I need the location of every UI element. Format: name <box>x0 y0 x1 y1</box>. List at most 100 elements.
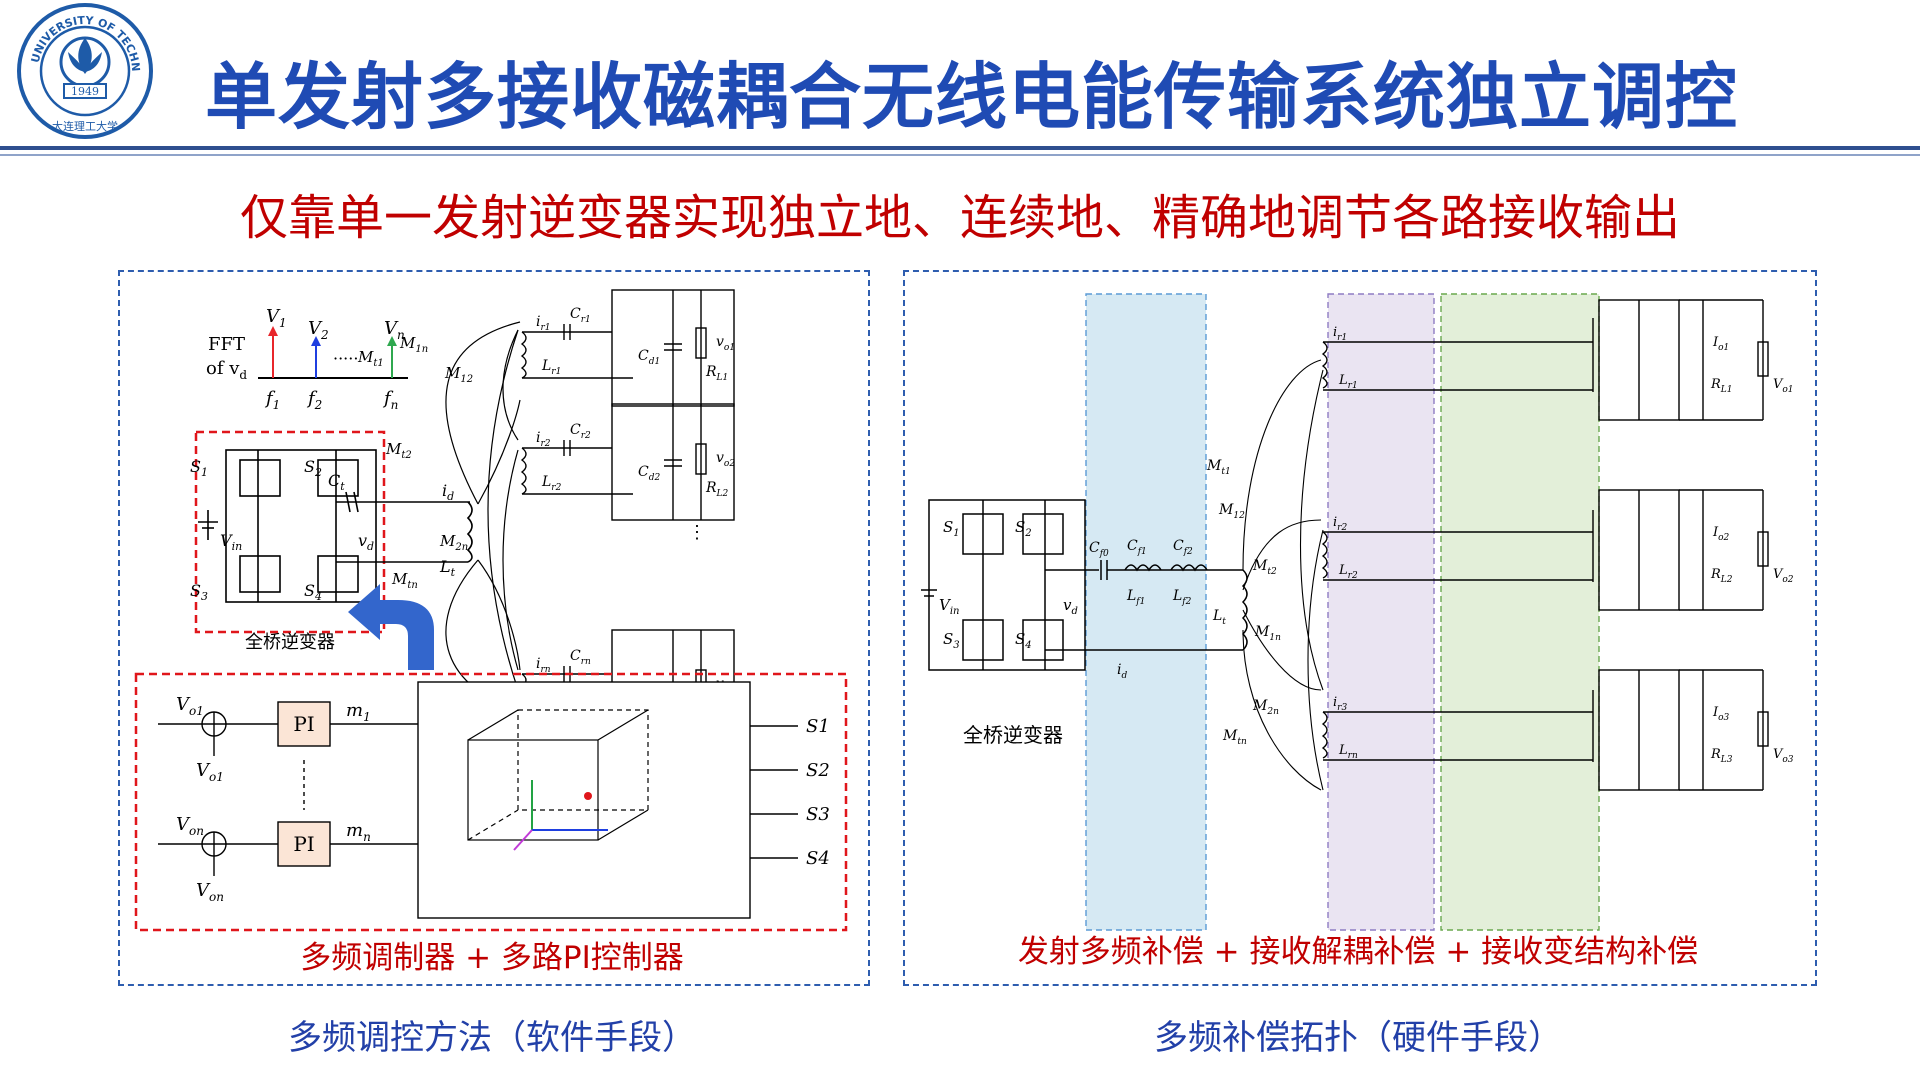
rx-row-2 <box>1321 489 1769 611</box>
multi-frequency-modulator <box>417 681 751 919</box>
svg-text:·····: ····· <box>333 349 358 368</box>
svg-text:RL1: RL1 <box>705 364 728 383</box>
rx-row-1 <box>1321 299 1769 421</box>
receiver-stage-2 <box>520 403 735 521</box>
svg-text:S2: S2 <box>1015 518 1032 539</box>
rx-row-3 <box>1321 669 1769 791</box>
svg-text:S3: S3 <box>190 581 208 603</box>
left-panel-caption: 多频调制器 + 多路PI控制器 <box>300 940 684 976</box>
svg-text:f1: f1 <box>264 388 280 412</box>
svg-text:Mtn: Mtn <box>391 570 418 591</box>
right-section-label: 多频补偿拓扑（硬件手段） <box>1154 1018 1562 1058</box>
right-inverter-label: 全桥逆变器 <box>963 723 1063 747</box>
svg-text:fn: fn <box>382 388 398 412</box>
svg-text:Von: Von <box>176 814 204 838</box>
svg-text:Vo1: Vo1 <box>196 760 224 784</box>
svg-text:M2n: M2n <box>439 532 468 553</box>
svg-text:Vn: Vn <box>384 318 405 342</box>
receiver-stage-1 <box>520 289 735 407</box>
svg-text:M12: M12 <box>1218 502 1245 521</box>
svg-text:Lt: Lt <box>1212 608 1226 627</box>
tx-compensation-zone <box>1085 293 1207 931</box>
svg-text:mn: mn <box>346 820 371 844</box>
pi-block-1: PI <box>293 712 314 736</box>
inverter-highlight-box <box>194 430 386 634</box>
svg-text:Vo1: Vo1 <box>176 694 204 718</box>
left-panel <box>118 270 870 986</box>
fft-spectrum: FFT of vd V1 V2 Vn ····· f1 f2 fn <box>206 306 408 412</box>
svg-text:Mt2: Mt2 <box>385 440 412 461</box>
svg-text:vo2: vo2 <box>716 450 735 469</box>
right-full-bridge-inverter <box>921 499 1086 671</box>
title-divider-thin <box>0 154 1920 156</box>
switch-output-s2: S2 <box>806 760 830 781</box>
logo-year: 1949 <box>71 85 99 98</box>
svg-text:ir2: ir2 <box>536 430 551 449</box>
svg-text:S4: S4 <box>1015 630 1032 651</box>
svg-text:RL2: RL2 <box>705 480 729 499</box>
svg-text:of vd: of vd <box>206 358 247 382</box>
svg-text:S3: S3 <box>943 630 960 651</box>
svg-text:Mtn: Mtn <box>1222 728 1247 747</box>
svg-text:S1: S1 <box>943 518 960 539</box>
svg-text:RL3: RL3 <box>1710 747 1733 765</box>
right-circuit-diagram: S1 S2 S3 S4 Vin vd 全桥逆变器 Cf0 Cf1 Cf2 Lf1… <box>921 293 1794 931</box>
svg-text:Lt: Lt <box>439 557 456 579</box>
svg-text:Lr1: Lr1 <box>541 358 561 377</box>
svg-text:Mt1: Mt1 <box>357 348 384 369</box>
svg-text:Cr2: Cr2 <box>570 422 591 441</box>
svg-text:Cd2: Cd2 <box>638 464 660 483</box>
right-panel-caption: 发射多频补偿 + 接收解耦补偿 + 接收变结构补偿 <box>1017 934 1699 970</box>
svg-text:RL2: RL2 <box>1710 567 1733 585</box>
svg-text:Io1: Io1 <box>1712 335 1729 353</box>
svg-text:M12: M12 <box>444 364 473 385</box>
svg-text:vd: vd <box>358 531 374 553</box>
switch-output-s4: S4 <box>806 848 830 869</box>
svg-text:V1: V1 <box>266 306 287 330</box>
fft-of-label: of v <box>206 358 240 379</box>
svg-text:Vin: Vin <box>939 596 959 617</box>
svg-text:Vo1: Vo1 <box>1773 377 1794 395</box>
svg-text:Crn: Crn <box>570 648 591 667</box>
svg-text:Vo2: Vo2 <box>1773 567 1794 585</box>
left-circuit-diagram: FFT of vd V1 V2 Vn ····· f1 f2 fn S1 S2 … <box>134 289 848 932</box>
svg-text:Ct: Ct <box>328 471 345 493</box>
rx-structure-zone <box>1440 293 1600 931</box>
svg-text:Io2: Io2 <box>1712 525 1730 543</box>
svg-text:Cr1: Cr1 <box>570 306 591 325</box>
switch-output-s3: S3 <box>806 804 830 825</box>
svg-text:vo1: vo1 <box>716 334 735 353</box>
logo-chinese-name: 大连理工大学 <box>52 119 118 133</box>
svg-text:Lr2: Lr2 <box>541 474 562 493</box>
svg-text:⋮: ⋮ <box>688 522 706 543</box>
page-title: 单发射多接收磁耦合无线电能传输系统独立调控 <box>205 55 1739 139</box>
svg-text:f2: f2 <box>306 388 322 412</box>
pi-block-n: PI <box>293 832 314 856</box>
feedback-arrow <box>348 584 434 670</box>
title-divider <box>0 146 1920 150</box>
full-bridge-inverter <box>198 449 377 603</box>
svg-text:S1: S1 <box>190 457 208 479</box>
svg-text:M1n: M1n <box>1254 624 1281 643</box>
svg-text:RL1: RL1 <box>1710 377 1733 395</box>
inverter-label: 全桥逆变器 <box>245 632 335 653</box>
right-panel <box>903 270 1817 986</box>
svg-text:S4: S4 <box>304 581 322 603</box>
svg-text:M1n: M1n <box>399 334 428 355</box>
svg-text:V2: V2 <box>308 318 329 342</box>
switch-output-s1: S1 <box>806 716 830 737</box>
left-section-label: 多频调控方法（软件手段） <box>288 1018 696 1058</box>
svg-text:Mt1: Mt1 <box>1206 458 1231 477</box>
university-logo: DALIAN UNIVERSITY OF TECHNOLOGY 1949 大连理… <box>16 2 153 139</box>
svg-text:id: id <box>1117 662 1127 681</box>
svg-text:Vin: Vin <box>220 531 242 553</box>
svg-text:irn: irn <box>536 656 551 675</box>
svg-text:id: id <box>442 481 454 503</box>
svg-text:ir1: ir1 <box>536 314 551 333</box>
fft-label: FFT <box>208 334 245 355</box>
svg-text:m1: m1 <box>346 700 371 724</box>
svg-text:Von: Von <box>196 880 224 904</box>
svg-text:vd: vd <box>1063 596 1078 617</box>
svg-text:Cd1: Cd1 <box>638 348 660 367</box>
svg-text:Vo3: Vo3 <box>1773 747 1794 765</box>
